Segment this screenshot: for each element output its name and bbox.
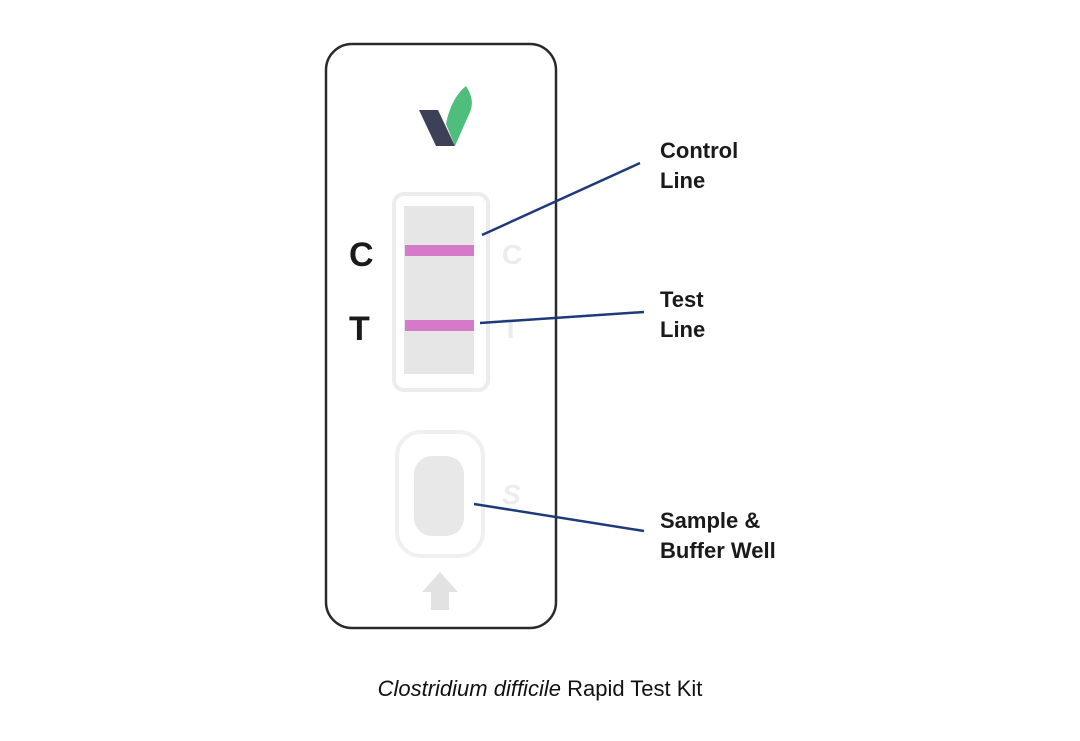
figure-caption: Clostridium difficile Rapid Test Kit bbox=[0, 674, 1080, 704]
test-leader-line bbox=[479, 310, 645, 325]
sample-callout-line1: Sample & bbox=[660, 508, 760, 533]
window-letter-c: C bbox=[502, 239, 522, 270]
caption-italic: Clostridium difficile bbox=[377, 676, 561, 701]
sample-leader-line bbox=[473, 502, 645, 533]
test-line bbox=[405, 320, 474, 331]
logo-green-leaf bbox=[446, 86, 472, 146]
window-letter-t: T bbox=[502, 313, 519, 344]
well-letter-s: S bbox=[502, 479, 521, 510]
test-callout-line2: Line bbox=[660, 317, 705, 342]
control-callout-line2: Line bbox=[660, 168, 705, 193]
result-window bbox=[404, 206, 474, 374]
control-line bbox=[405, 245, 474, 256]
sample-callout-line2: Buffer Well bbox=[660, 538, 776, 563]
control-leader-line bbox=[481, 161, 641, 237]
control-callout-line1: Control bbox=[660, 138, 738, 163]
caption-rest: Rapid Test Kit bbox=[560, 676, 703, 701]
result-window-frame bbox=[392, 192, 490, 392]
brand-logo-icon bbox=[419, 86, 472, 146]
sample-well-callout: Sample & Buffer Well bbox=[660, 508, 776, 563]
letter-t-label: T bbox=[349, 310, 370, 348]
test-callout-line1: Test bbox=[660, 287, 704, 312]
sample-well bbox=[414, 456, 464, 536]
logo-dark-stroke bbox=[419, 110, 455, 146]
letter-c-label: C bbox=[349, 236, 374, 274]
control-line-callout: Control Line bbox=[660, 138, 738, 193]
test-line-callout: Test Line bbox=[660, 287, 705, 342]
sample-well-frame bbox=[395, 430, 485, 558]
flow-arrow-up-icon bbox=[422, 572, 458, 610]
